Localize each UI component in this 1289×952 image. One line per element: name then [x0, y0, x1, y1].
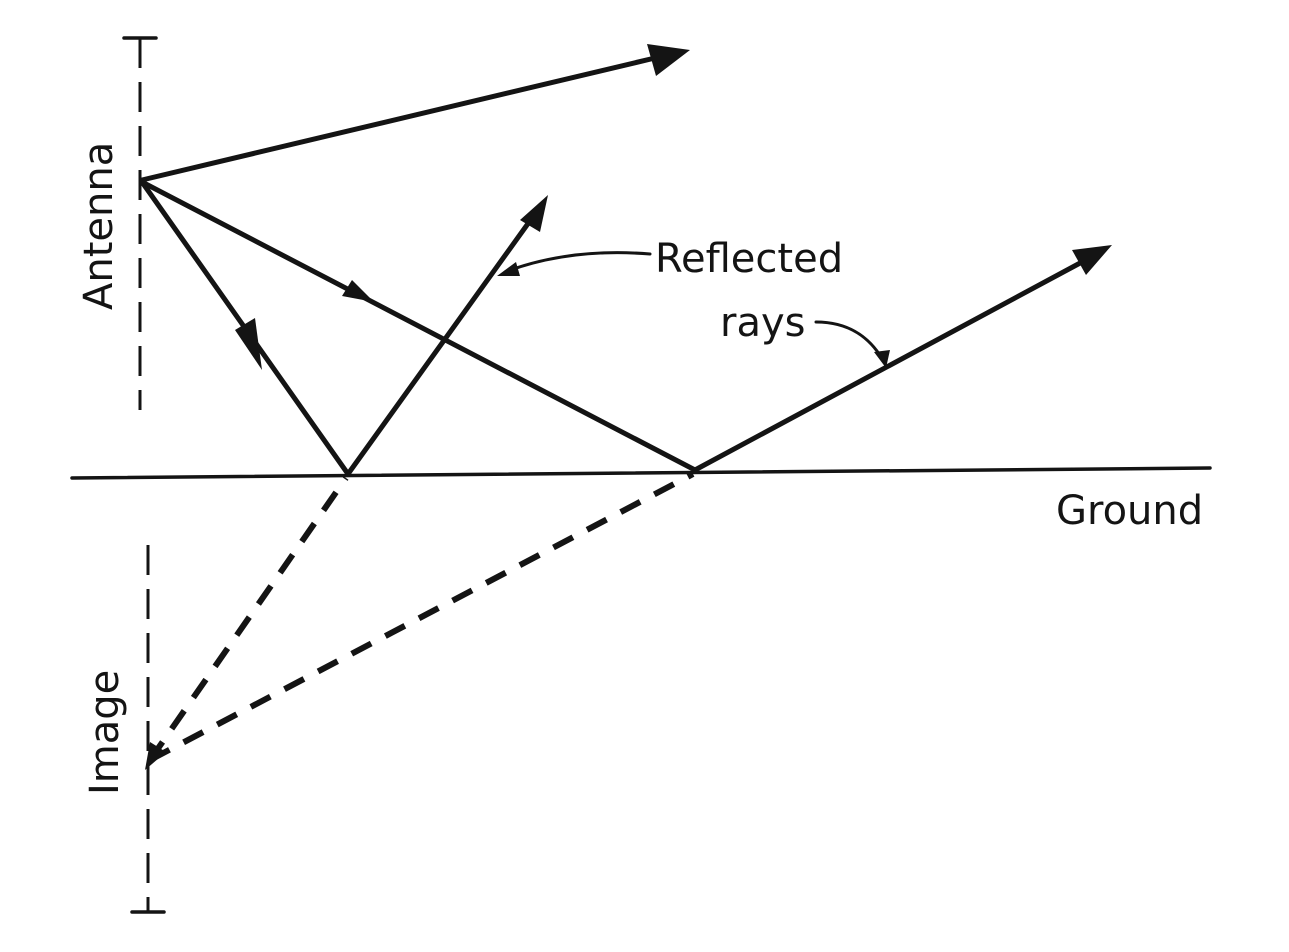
antenna-label: Antenna — [76, 142, 122, 310]
reflected-ray-far — [692, 245, 1112, 473]
ground-label: Ground — [1056, 488, 1203, 534]
rays-label: rays — [720, 300, 805, 346]
image-axis — [130, 545, 166, 914]
reflected-label: Reflected — [655, 236, 843, 282]
image-rays — [145, 471, 695, 770]
direct-ray — [139, 44, 690, 183]
pointer-reflected — [497, 251, 652, 276]
ground-line — [70, 466, 1212, 480]
pointer-rays — [814, 320, 890, 368]
antenna-axis — [122, 36, 158, 410]
reflected-ray-near — [345, 195, 548, 477]
image-label: Image — [82, 670, 128, 795]
incident-ray-near — [139, 179, 351, 477]
incident-ray-far — [139, 179, 698, 473]
